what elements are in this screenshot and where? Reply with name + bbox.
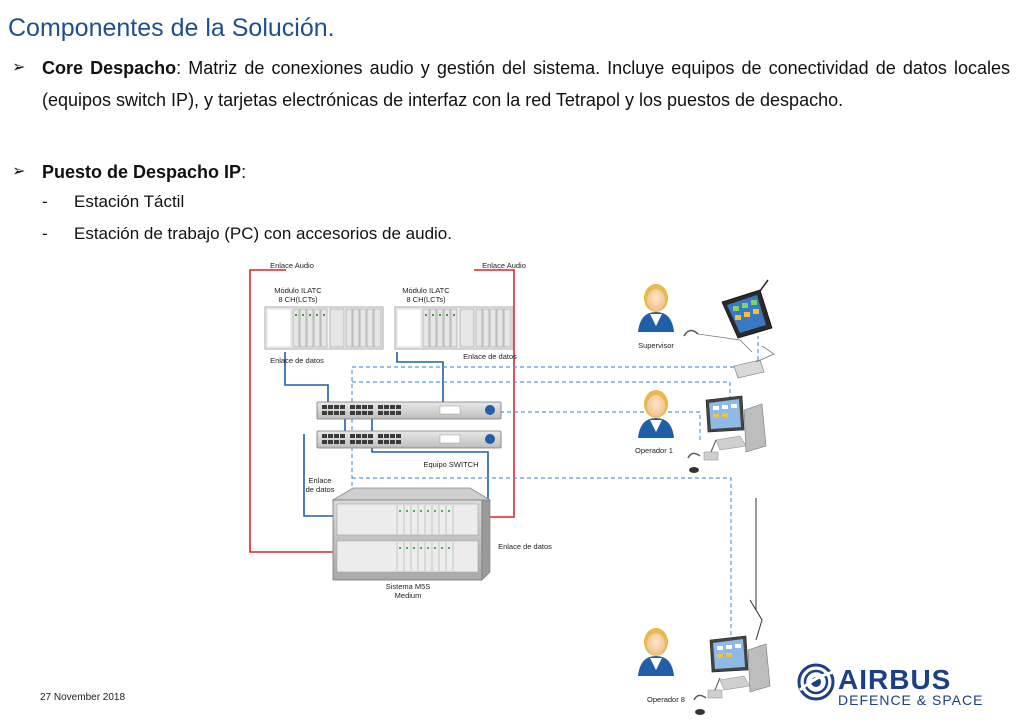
dashed-link-operator1-b [500,411,701,440]
bullet-puesto-despacho: ➢ Puesto de Despacho IP: [12,156,1010,188]
m5s-rack [331,487,492,581]
operator1-workstation-icon [687,395,767,473]
data-link-right-line [396,352,444,403]
arrow-bullet-icon: ➢ [12,163,26,180]
label-switch: Equipo SWITCH [423,460,479,469]
label-data-link-right: Enlace de datos [463,352,517,361]
data-link-left-line [284,352,329,403]
label-data-link-rack-line1: Enlace [308,476,332,485]
subitem-text: Estación Táctil [74,192,185,211]
label-data-link-rack-line2: de datos [305,485,335,494]
operator8-avatar-icon [638,628,674,676]
dash: - [42,224,48,243]
arrow-bullet-icon: ➢ [12,59,26,76]
slide-title: Componentes de la Solución. [8,14,335,42]
bullet-body: : Matriz de conexiones audio y gestión d… [42,58,1010,110]
label-system-line1: Sistema M5S [385,582,431,591]
bullet-bold: Core Despacho [42,58,177,78]
bullet-core-despacho: ➢ Core Despacho: Matriz de conexiones au… [12,52,1010,152]
subitem-estacion-tactil: - Estación Táctil [42,190,184,214]
bullet-bold: Puesto de Despacho IP [42,162,242,182]
label-data-link-rack-right: Enlace de datos [498,542,552,551]
label-module-right-line2: 8 CH(LCTs) [406,295,446,304]
bullet-text: Core Despacho: Matriz de conexiones audi… [42,52,1010,116]
label-operator8: Operador 8 [647,695,685,704]
audio-links [249,269,515,553]
data-link-rack-line [303,434,335,517]
label-supervisor: Supervisor [638,341,674,350]
footer-date: 27 November 2018 [40,692,126,703]
dash: - [42,192,48,211]
label-audio-link-right: Enlace Audio [482,261,526,270]
supervisor-avatar-icon [638,284,674,332]
audio-link-right-line [474,269,515,518]
label-data-link-left: Enlace de datos [270,356,324,365]
operator8-workstation-icon [693,635,771,715]
label-operator1: Operador 1 [635,446,673,455]
airbus-logo-icon [797,663,835,701]
logo-sub-text: DEFENCE & SPACE [838,692,984,708]
label-module-left-line1: Módulo ILATC [274,286,322,295]
bullet-text: Puesto de Despacho IP: [42,156,1010,188]
ilatc-module-right [394,306,514,350]
operator1-avatar-icon [638,390,674,438]
label-module-left-line2: 8 CH(LCTs) [278,295,318,304]
dashed-link-operator8 [352,477,732,650]
subitem-estacion-trabajo: - Estación de trabajo (PC) con accesorios… [42,222,452,246]
audio-link-left-line [249,269,333,553]
label-module-right-line1: Módulo ILATC [402,286,450,295]
radio-link-zigzag [749,498,763,641]
logo-main-text: AIRBUS [838,664,952,695]
touch-station-icon [683,279,775,379]
label-audio-link-left: Enlace Audio [270,261,314,270]
label-system-line2: Medium [394,591,422,600]
switch-top [316,401,502,420]
ilatc-module-left [264,306,384,350]
bullet-body: : [241,162,247,182]
switch-bottom [316,430,502,449]
subitem-text: Estación de trabajo (PC) con accesorios … [74,224,452,243]
